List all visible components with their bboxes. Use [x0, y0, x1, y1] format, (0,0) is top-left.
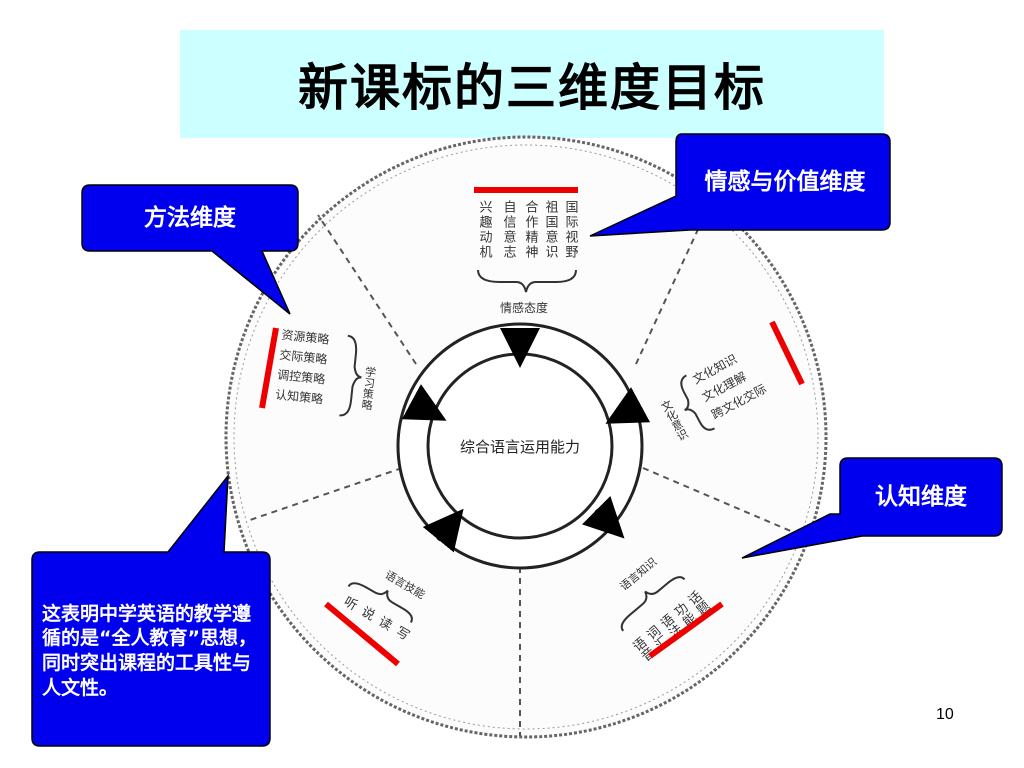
strategy-item: 认知策略: [275, 387, 324, 407]
strategy-highlight: [259, 327, 279, 409]
attitude-item: 兴趣动机: [477, 200, 493, 260]
skill-item: 说: [358, 605, 377, 624]
segment-attitude: 兴趣动机 自信意志 合作精神 祖国意识 国际视野 情感态度: [474, 187, 579, 315]
segment-strategy: 资源策略 交际策略 调控策略 认知策略 学习策略: [275, 327, 378, 417]
callout-emotion-shape: [589, 133, 891, 237]
attitude-brace: [477, 269, 577, 293]
page-title: 新课标的三维度目标: [298, 59, 766, 117]
attitude-item: 国际视野: [563, 200, 579, 260]
attitude-item: 合作精神: [523, 200, 539, 260]
strategy-item: 调控策略: [277, 367, 326, 387]
callout-cognition-shape: [741, 457, 1003, 559]
knowledge-brace: [620, 576, 686, 632]
strategy-item: 资源策略: [281, 327, 330, 347]
skill-brace: [347, 582, 413, 623]
outer-circle-inner-edge: [233, 144, 819, 730]
attitude-items: 兴趣动机 自信意志 合作精神 祖国意识 国际视野: [477, 200, 579, 260]
skill-items: 听 说 读 写: [341, 595, 412, 644]
center-label: 综合语言运用能力: [460, 438, 580, 456]
culture-highlight: [769, 320, 805, 386]
attitude-item: 祖国意识: [543, 200, 559, 260]
strategy-brace: [339, 334, 362, 417]
knowledge-highlight: [648, 601, 724, 659]
culture-brace: [680, 374, 716, 431]
callout-note: 这表明中学英语的教学遵循的是“全人教育”思想，同时突出课程的工具性与人文性。: [42, 602, 257, 699]
page-number: 10: [936, 706, 954, 723]
callout-cognition: 认知维度: [875, 483, 967, 510]
segment-dividers: [249, 214, 801, 736]
attitude-item: 自信意志: [501, 200, 517, 260]
callout-emotion: 情感与价值维度: [704, 168, 866, 195]
skill-item: 读: [376, 615, 395, 634]
strategy-label: 学习策略: [360, 364, 378, 411]
title-banner: 新课标的三维度目标: [180, 30, 884, 138]
strategy-item: 交际策略: [279, 347, 328, 367]
callout-method: 方法维度: [144, 204, 236, 231]
skill-highlight: [324, 601, 400, 667]
attitude-label: 情感态度: [500, 300, 548, 315]
inward-arrows: [401, 328, 651, 553]
callout-note-shape: [31, 473, 271, 747]
skill-item: 听: [341, 595, 360, 614]
strategy-items: 资源策略 交际策略 调控策略 认知策略: [275, 327, 331, 407]
callout-method-shape: [81, 184, 299, 315]
skill-item: 写: [393, 625, 412, 644]
